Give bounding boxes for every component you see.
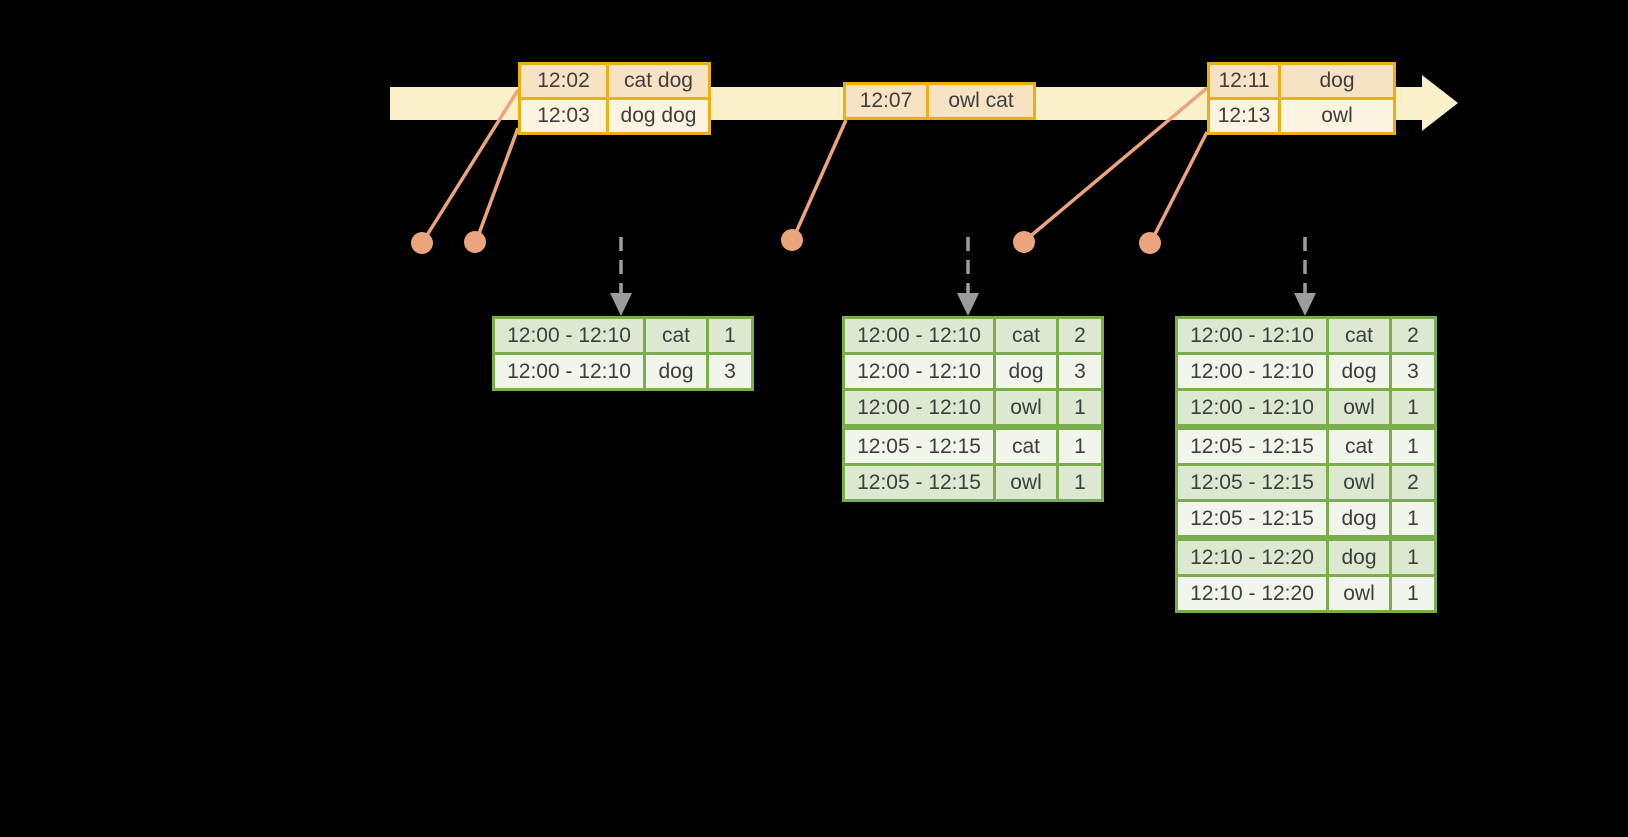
count-cell: 1 bbox=[1059, 466, 1101, 499]
word-cell: dog bbox=[646, 355, 706, 388]
count-cell: 1 bbox=[1392, 430, 1434, 463]
word-cell: cat bbox=[1329, 319, 1389, 352]
window-cell: 12:00 - 12:10 bbox=[1178, 319, 1326, 352]
word-cell: cat bbox=[996, 430, 1056, 463]
count-cell: 2 bbox=[1059, 319, 1101, 352]
event-time-cell: 12:11 bbox=[1210, 65, 1278, 97]
event-time-cell: 12:02 bbox=[521, 65, 606, 97]
trigger-arrowhead-2 bbox=[957, 293, 979, 316]
count-cell: 3 bbox=[709, 355, 751, 388]
count-cell: 3 bbox=[1392, 355, 1434, 388]
word-cell: owl bbox=[996, 466, 1056, 499]
word-cell: cat bbox=[1329, 430, 1389, 463]
count-cell: 1 bbox=[1392, 541, 1434, 574]
event-words-cell: dog bbox=[1281, 65, 1393, 97]
window-cell: 12:05 - 12:15 bbox=[1178, 430, 1326, 463]
trigger-arrowhead-1 bbox=[610, 293, 632, 316]
count-cell: 3 bbox=[1059, 355, 1101, 388]
event-time-axis-arrowhead bbox=[1422, 75, 1458, 131]
word-cell: dog bbox=[1329, 355, 1389, 388]
event-dot-1 bbox=[411, 232, 433, 254]
event-connector-line-2 bbox=[475, 127, 520, 240]
word-cell: owl bbox=[1329, 577, 1389, 610]
count-cell: 1 bbox=[1059, 391, 1101, 424]
count-cell: 1 bbox=[1392, 577, 1434, 610]
window-cell: 12:05 - 12:15 bbox=[1178, 502, 1326, 535]
event-connector-line-5 bbox=[1150, 131, 1209, 241]
event-dot-4 bbox=[1013, 231, 1035, 253]
event-dot-5 bbox=[1139, 232, 1161, 254]
count-cell: 2 bbox=[1392, 466, 1434, 499]
count-cell: 1 bbox=[709, 319, 751, 352]
event-words-cell: owl cat bbox=[929, 85, 1033, 117]
word-cell: owl bbox=[996, 391, 1056, 424]
word-cell: owl bbox=[1329, 466, 1389, 499]
event-words-cell: dog dog bbox=[609, 100, 708, 132]
count-cell: 2 bbox=[1392, 319, 1434, 352]
event-time-cell: 12:13 bbox=[1210, 100, 1278, 132]
window-cell: 12:00 - 12:10 bbox=[845, 355, 993, 388]
event-dot-3 bbox=[781, 229, 803, 251]
word-cell: cat bbox=[646, 319, 706, 352]
event-time-cell: 12:03 bbox=[521, 100, 606, 132]
event-words-cell: owl bbox=[1281, 100, 1393, 132]
window-cell: 12:10 - 12:20 bbox=[1178, 577, 1326, 610]
trigger-arrowhead-3 bbox=[1294, 293, 1316, 316]
window-cell: 12:05 - 12:15 bbox=[845, 466, 993, 499]
count-cell: 1 bbox=[1392, 391, 1434, 424]
window-cell: 12:00 - 12:10 bbox=[495, 355, 643, 388]
event-dot-2 bbox=[464, 231, 486, 253]
word-cell: dog bbox=[996, 355, 1056, 388]
window-cell: 12:00 - 12:10 bbox=[495, 319, 643, 352]
window-cell: 12:05 - 12:15 bbox=[845, 430, 993, 463]
window-cell: 12:00 - 12:10 bbox=[1178, 355, 1326, 388]
count-cell: 1 bbox=[1392, 502, 1434, 535]
window-cell: 12:00 - 12:10 bbox=[845, 319, 993, 352]
event-time-cell: 12:07 bbox=[846, 85, 926, 117]
count-cell: 1 bbox=[1059, 430, 1101, 463]
word-cell: dog bbox=[1329, 502, 1389, 535]
word-cell: owl bbox=[1329, 391, 1389, 424]
window-cell: 12:00 - 12:10 bbox=[845, 391, 993, 424]
word-cell: dog bbox=[1329, 541, 1389, 574]
event-words-cell: cat dog bbox=[609, 65, 708, 97]
window-cell: 12:10 - 12:20 bbox=[1178, 541, 1326, 574]
window-cell: 12:00 - 12:10 bbox=[1178, 391, 1326, 424]
window-cell: 12:05 - 12:15 bbox=[1178, 466, 1326, 499]
word-cell: cat bbox=[996, 319, 1056, 352]
event-connector-line-3 bbox=[792, 119, 848, 238]
